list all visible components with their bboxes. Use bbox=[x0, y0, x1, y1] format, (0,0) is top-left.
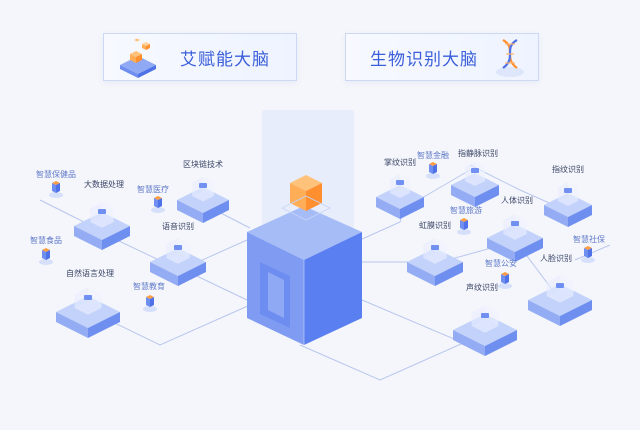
module-platform-big-data bbox=[74, 202, 130, 250]
core-cube bbox=[247, 206, 362, 345]
module-label-face: 人脸识别 bbox=[540, 254, 572, 263]
module-platform-voiceprint bbox=[453, 305, 517, 356]
module-platform-nlp bbox=[56, 287, 120, 338]
module-platform-body bbox=[487, 214, 543, 262]
app-label-public-security: 智慧公安 bbox=[485, 259, 517, 268]
module-label-palm-print: 掌纹识别 bbox=[384, 158, 416, 167]
module-platform-speech bbox=[150, 238, 206, 286]
bio-brain-title: 生物识别大脑 bbox=[370, 50, 478, 70]
app-label-medical: 智慧医疗 bbox=[137, 185, 169, 194]
bio-brain-badge: 生物识别大脑 bbox=[345, 33, 539, 81]
ai-brain-badge: 艾赋能大脑 bbox=[103, 33, 297, 81]
module-label-fingerprint: 指纹识别 bbox=[552, 165, 584, 174]
module-platform-palm-print bbox=[376, 173, 424, 219]
dna-icon bbox=[496, 39, 524, 77]
app-label-finance: 智慧金融 bbox=[417, 151, 449, 160]
module-label-speech: 语音识别 bbox=[162, 222, 194, 231]
module-label-finger-vein: 指静脉识别 bbox=[458, 149, 498, 158]
module-platform-face bbox=[528, 275, 592, 326]
app-icon-health-food bbox=[49, 181, 63, 198]
module-platform-finger-vein bbox=[451, 161, 499, 207]
app-icon-medical bbox=[151, 196, 165, 213]
module-platform-blockchain bbox=[177, 176, 229, 223]
cubes-icon bbox=[120, 38, 156, 78]
app-icon-education bbox=[143, 295, 157, 312]
app-icon-finance bbox=[426, 162, 440, 179]
module-label-blockchain: 区块链技术 bbox=[183, 160, 223, 169]
app-label-tourism: 智慧旅游 bbox=[450, 206, 482, 215]
module-platform-fingerprint bbox=[544, 181, 592, 227]
orange-core-cube-icon bbox=[281, 175, 331, 221]
module-label-iris: 虹膜识别 bbox=[419, 221, 451, 230]
module-label-voiceprint: 声纹识别 bbox=[466, 283, 498, 292]
app-label-social-security: 智慧社保 bbox=[573, 235, 605, 244]
module-label-body: 人体识别 bbox=[501, 196, 533, 205]
app-label-health-food: 智慧保健品 bbox=[36, 170, 76, 179]
ai-brain-title: 艾赋能大脑 bbox=[180, 50, 270, 70]
app-icon-social-security bbox=[581, 246, 595, 263]
app-label-education: 智慧教育 bbox=[133, 282, 165, 291]
app-icon-tourism bbox=[457, 218, 471, 235]
app-label-food: 智慧食品 bbox=[30, 236, 62, 245]
module-label-big-data: 大数据处理 bbox=[84, 180, 124, 189]
app-icon-public-security bbox=[498, 272, 512, 289]
app-icon-food bbox=[39, 248, 53, 265]
module-platform-iris bbox=[407, 238, 463, 286]
module-label-nlp: 自然语言处理 bbox=[66, 269, 114, 278]
